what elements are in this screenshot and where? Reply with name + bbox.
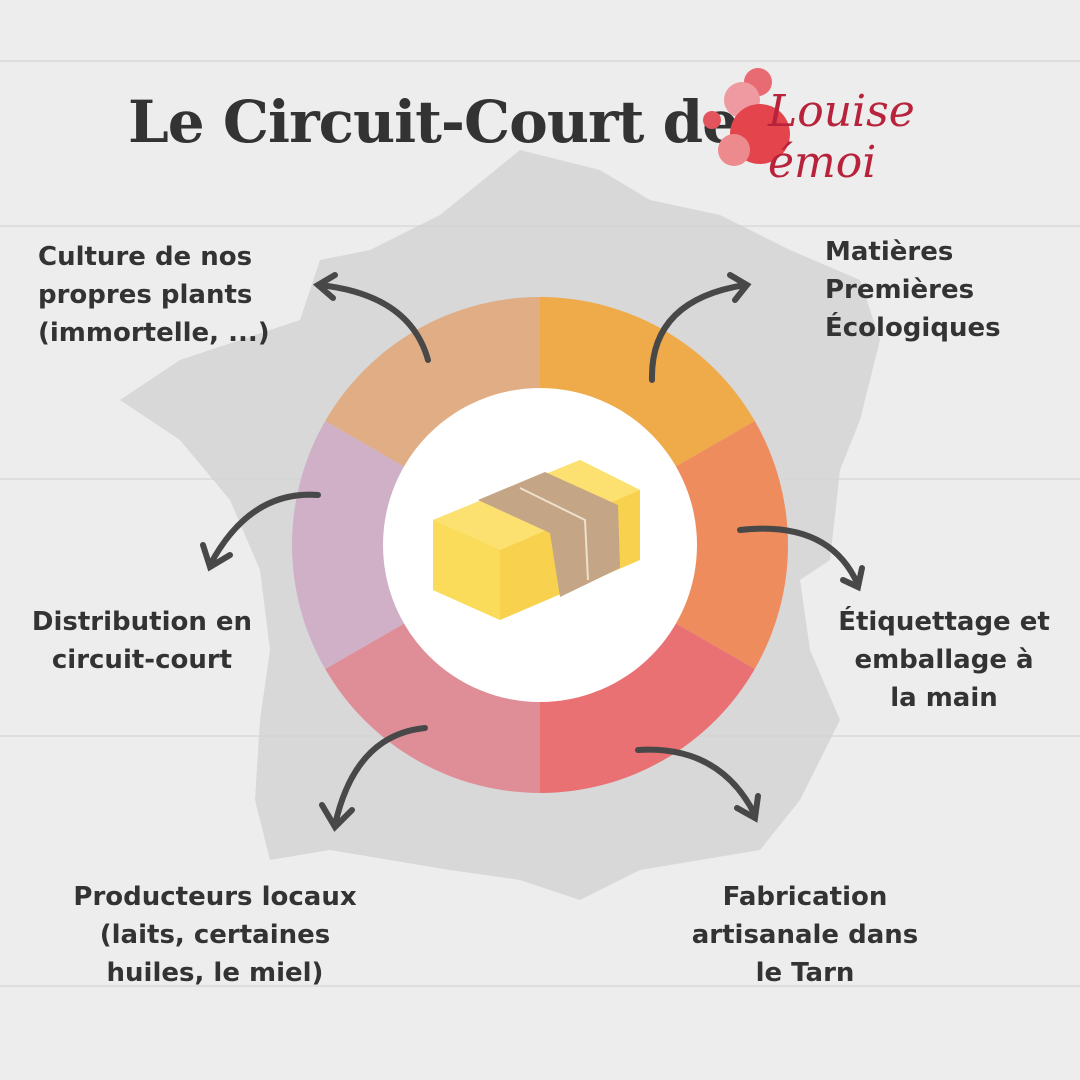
label-line: Écologiques (825, 313, 1001, 343)
label-line: artisanale dans (691, 920, 919, 950)
step-producers: Producteurs locaux (laits, certaines huile… (50, 878, 380, 992)
page-title: Le Circuit-Court de (128, 88, 739, 156)
step-manufacturing: Fabrication artisanale dans le Tarn (660, 878, 950, 992)
arrows (200, 272, 865, 832)
label-line: Étiquettage et (838, 607, 1050, 637)
label-line: le Tarn (755, 958, 855, 988)
label-line: propres plants (38, 280, 253, 310)
arrow-culture (312, 272, 431, 363)
label-line: huiles, le miel) (106, 958, 324, 988)
brand-logo: Louise émoi (696, 62, 996, 188)
label-line: la main (890, 683, 998, 713)
label-line: circuit-court (51, 645, 233, 675)
label-line: (laits, certaines (99, 920, 331, 950)
step-labelling: Étiquettage et emballage à la main (826, 603, 1062, 717)
arrow-labelling (737, 525, 865, 592)
label-line: emballage à (854, 645, 1034, 675)
arrow-distribution (200, 491, 321, 572)
soap-bar-icon (433, 460, 640, 620)
step-culture: Culture de nos propres plants (immortelle,… (38, 238, 270, 352)
arrow-manufacturing (635, 746, 761, 823)
arrow-materials (648, 272, 752, 383)
label-line: Fabrication (722, 882, 888, 912)
step-distribution: Distribution en circuit-court (24, 603, 260, 679)
label-line: Distribution en (31, 607, 253, 637)
label-line: (immortelle, ...) (38, 318, 270, 348)
label-line: Producteurs locaux (73, 882, 357, 912)
label-line: Matières (825, 237, 954, 267)
label-line: Premières (825, 275, 975, 305)
logo-bubbles-icon (703, 68, 790, 166)
logo-text: Louise émoi (768, 86, 915, 188)
label-line: Culture de nos (38, 242, 253, 272)
arrow-producers (319, 725, 428, 832)
